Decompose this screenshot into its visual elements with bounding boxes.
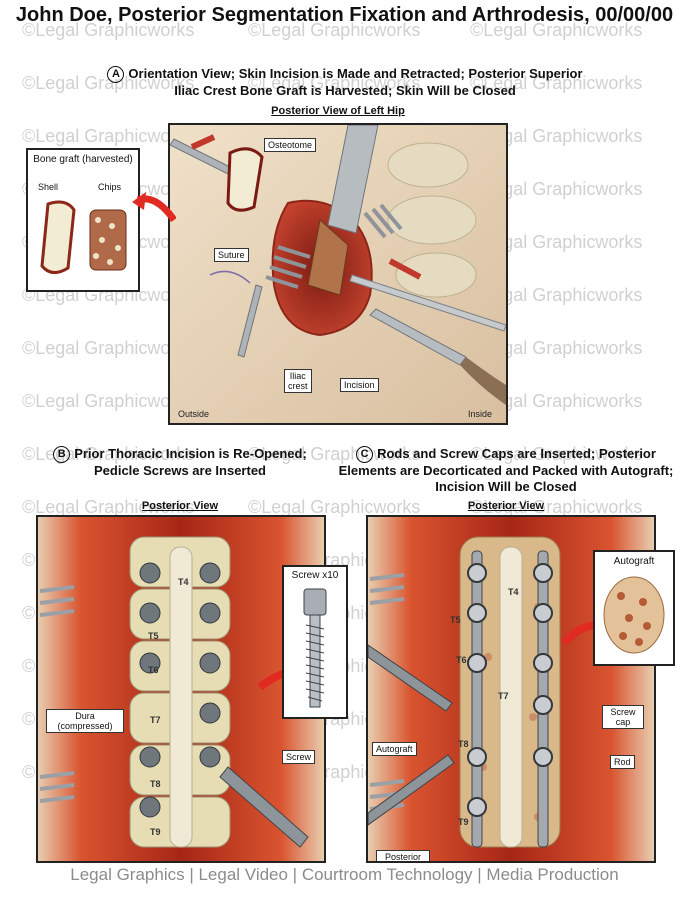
section-b-subtitle: Posterior View <box>141 500 219 512</box>
c-label-t6: T6 <box>456 655 467 665</box>
label-osteotome: Osteotome <box>264 138 317 152</box>
c-label-t4: T4 <box>508 587 519 597</box>
arrow-graft-to-inset <box>132 192 176 223</box>
label-shell: Shell <box>38 182 59 192</box>
autograft-inset: Autograft <box>593 550 675 666</box>
label-posterior-elements: Posterior elements <box>376 850 430 861</box>
label-screw: Screw <box>282 750 316 764</box>
label-chips: Chips <box>98 182 122 192</box>
label-suture: Suture <box>214 248 249 262</box>
panel-c-illustration: T4 T5 T6 T7 T8 T9 Screw cap Rod Autograf… <box>366 515 656 863</box>
section-b-caption-text: Prior Thoracic Incision is Re-Opened; Pe… <box>74 446 307 478</box>
section-c-caption-text: Rods and Screw Caps are Inserted; Poster… <box>338 446 674 494</box>
bone-graft-inset-title: Bone graft (harvested) <box>33 154 133 165</box>
b-label-t9: T9 <box>150 827 161 837</box>
b-label-t6: T6 <box>148 665 159 675</box>
section-a-caption-text: Orientation View; Skin Incision is Made … <box>128 66 583 98</box>
section-a-subtitle: Posterior View of Left Hip <box>271 105 405 117</box>
panel-a-illustration: Osteotome Suture Iliac crest Incision Ou… <box>168 123 508 425</box>
spine-screws-illustration <box>38 517 324 861</box>
label-incision: Incision <box>340 378 379 392</box>
bone-graft-inset: Bone graft (harvested) Shell Chips <box>26 148 140 292</box>
footer: Legal Graphics | Legal Video | Courtroom… <box>70 865 619 884</box>
screw-inset: Screw x10 <box>282 565 348 719</box>
section-a-letter: A <box>107 66 125 83</box>
autograft-image <box>603 576 665 654</box>
section-b-letter: B <box>53 446 71 463</box>
bone-graft-image <box>40 200 127 274</box>
b-label-t4: T4 <box>178 577 189 587</box>
pedicle-screw-image <box>303 588 327 708</box>
b-label-t7: T7 <box>150 715 161 725</box>
panel-b-illustration: T4 T5 T6 T7 T8 T9 Dura (compressed) Scre… <box>36 515 326 863</box>
c-label-t5: T5 <box>450 615 461 625</box>
b-label-t5: T5 <box>148 631 159 641</box>
section-c-letter: C <box>356 446 374 463</box>
label-crest: crest <box>288 381 308 391</box>
c-label-t7: T7 <box>498 691 509 701</box>
page-title: John Doe, Posterior Segmentation Fixatio… <box>15 4 674 26</box>
autograft-inset-title: Autograft <box>613 556 655 567</box>
hip-surgery-illustration <box>170 125 506 423</box>
c-label-t8: T8 <box>458 739 469 749</box>
label-iliac-crest: Iliac crest <box>284 369 312 393</box>
screw-inset-title: Screw x10 <box>291 570 339 581</box>
label-screw-cap: Screw cap <box>602 705 644 729</box>
label-inside: Inside <box>468 409 493 419</box>
label-autograft: Autograft <box>372 742 417 756</box>
label-iliac: Iliac <box>289 371 306 381</box>
c-label-t9: T9 <box>458 817 469 827</box>
label-outside: Outside <box>178 409 210 419</box>
label-dura: Dura (compressed) <box>46 709 124 733</box>
label-rod: Rod <box>610 755 635 769</box>
b-label-t8: T8 <box>150 779 161 789</box>
section-c-subtitle: Posterior View <box>467 500 545 512</box>
